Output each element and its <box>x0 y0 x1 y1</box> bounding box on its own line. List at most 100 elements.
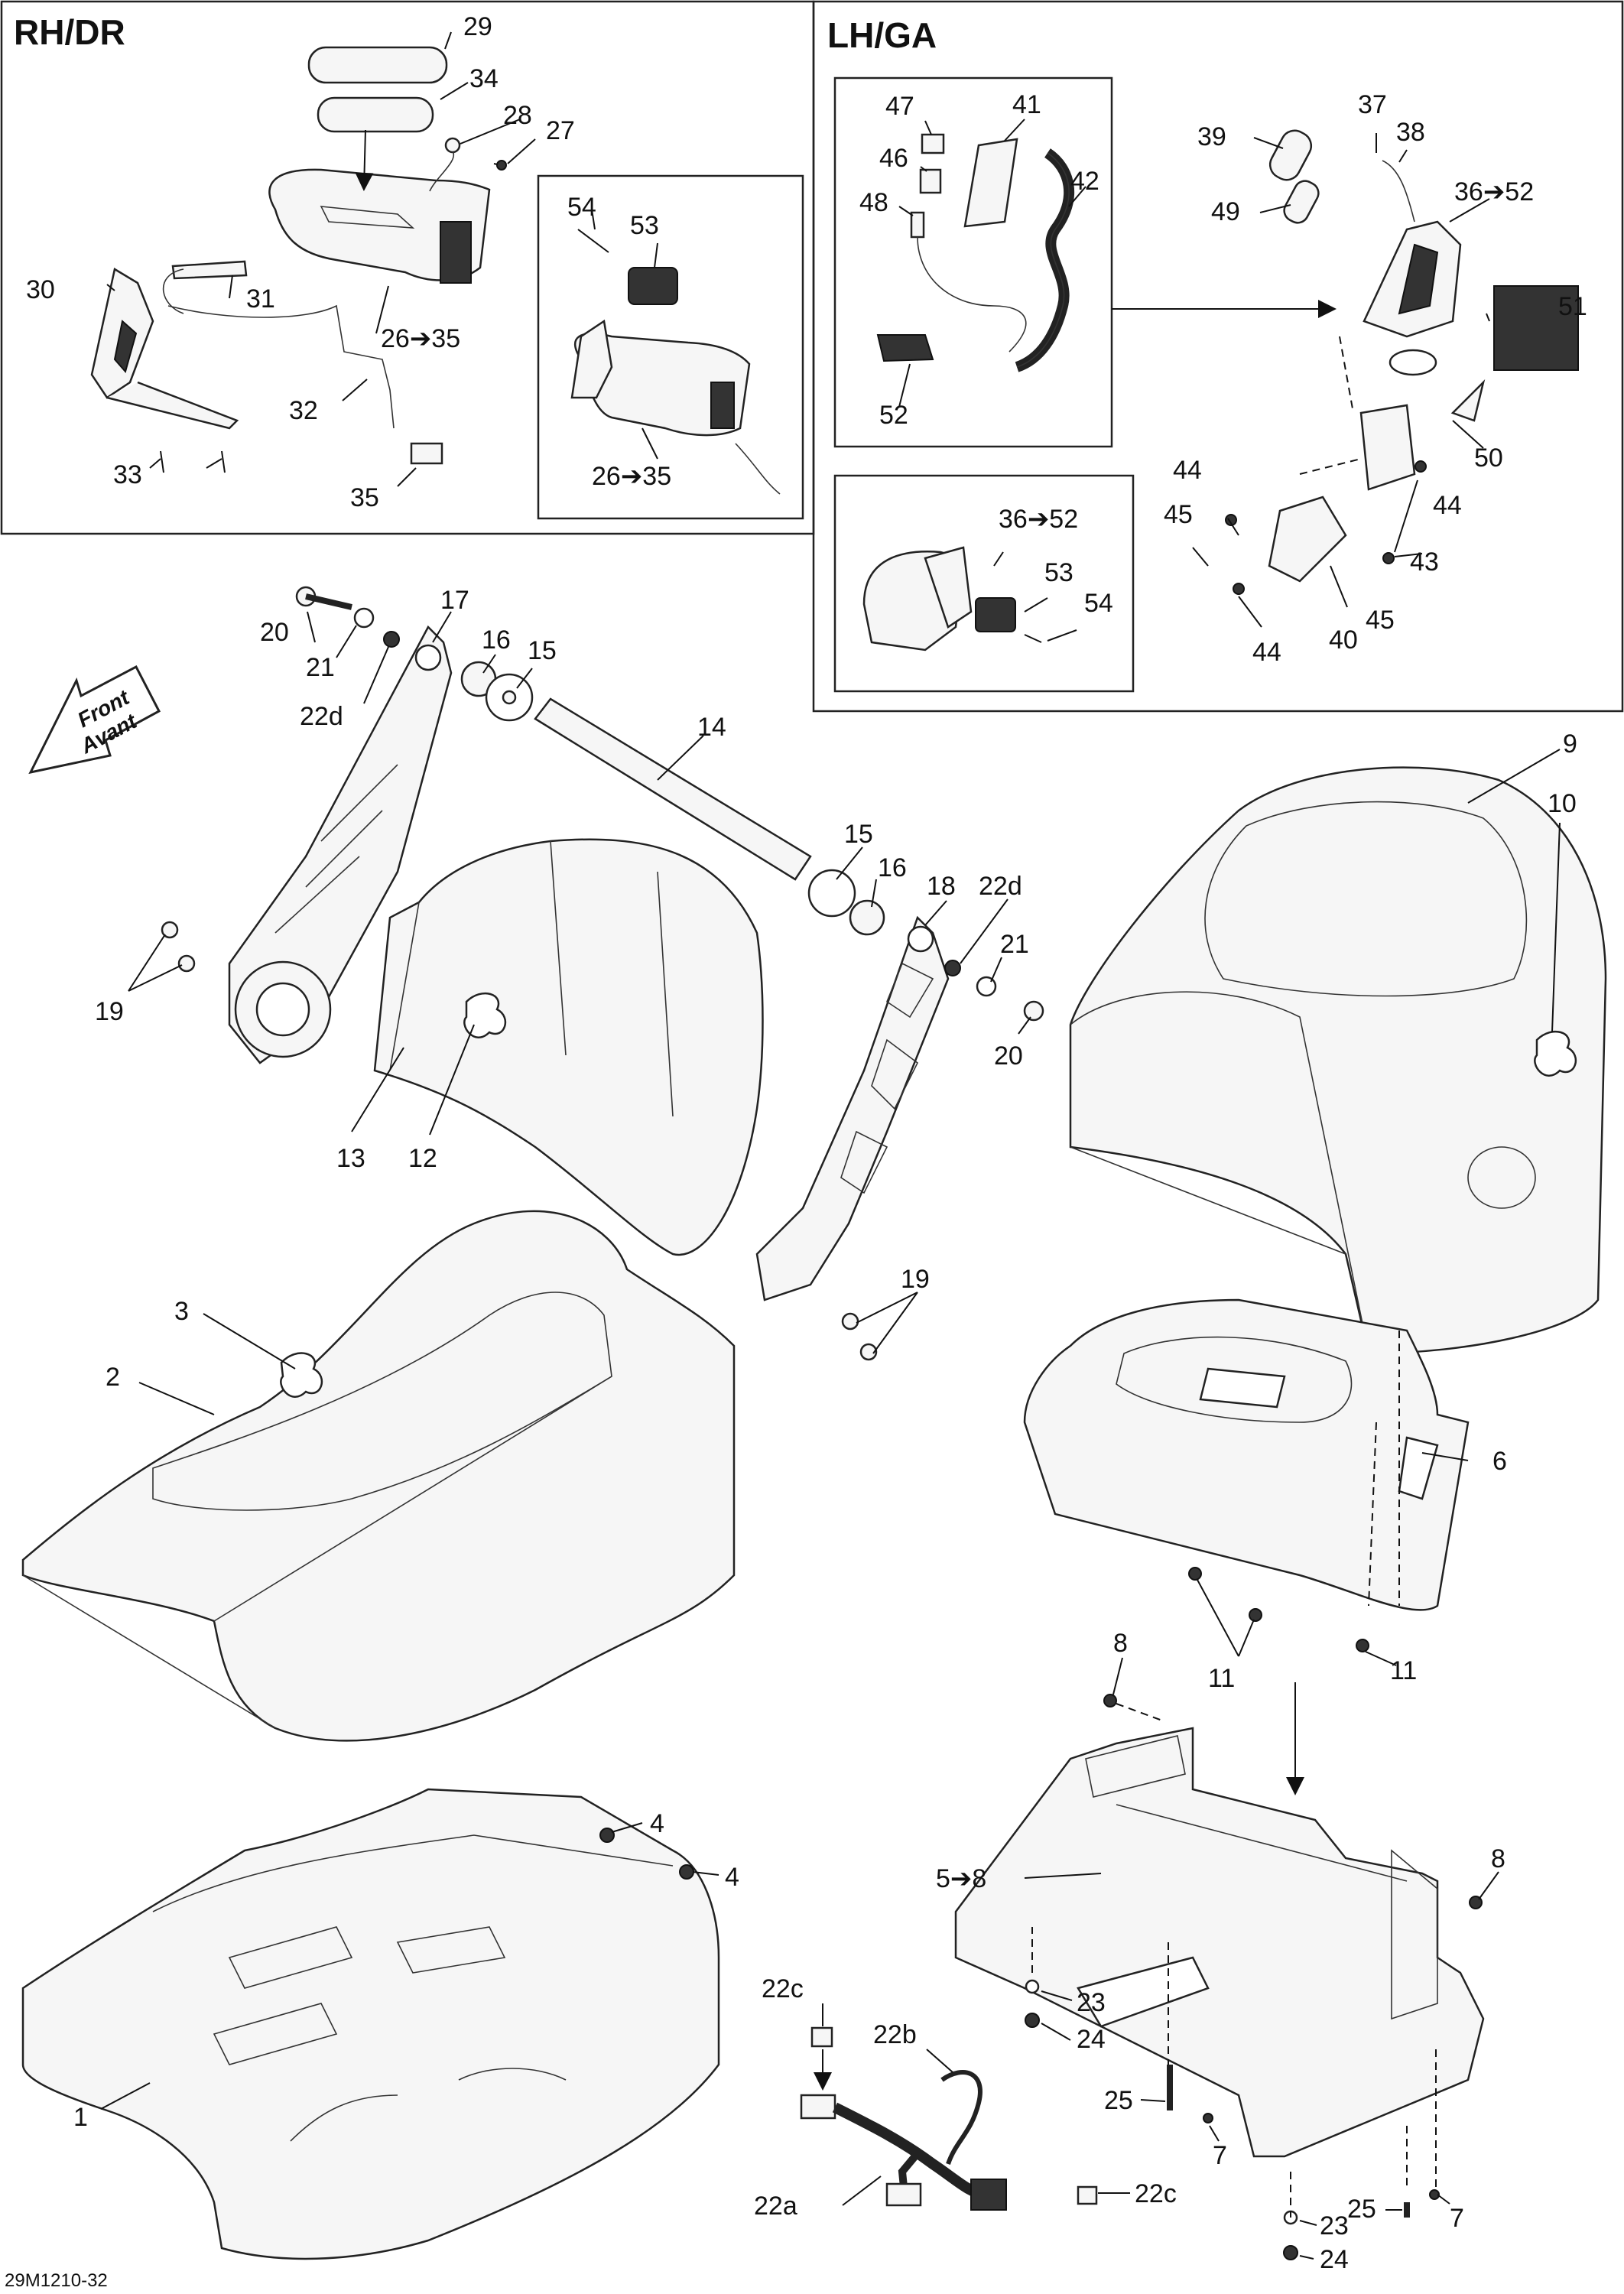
decal-10 <box>1534 1030 1577 1077</box>
nut-22d-b <box>944 960 961 976</box>
module-52 <box>876 334 934 362</box>
label-11-a: 11 <box>1208 1664 1235 1693</box>
label-49: 49 <box>1211 197 1240 226</box>
backrest <box>373 838 764 1256</box>
label-9: 9 <box>1563 729 1577 759</box>
label-36-lh: 36➔52 <box>1454 177 1534 206</box>
lh-panel-title: LH/GA <box>827 15 937 55</box>
clip-22c-b <box>1077 2185 1098 2205</box>
label-54-rh: 54 <box>567 193 596 222</box>
label-20-b: 20 <box>994 1041 1023 1071</box>
ring-50a <box>1389 349 1437 376</box>
rh-panel-title: RH/DR <box>14 12 125 52</box>
label-42: 42 <box>1070 167 1099 196</box>
seat-cover-9 <box>1069 766 1607 1355</box>
label-18: 18 <box>927 872 956 901</box>
label-22c-b: 22c <box>1135 2179 1177 2208</box>
switch-53 <box>628 267 678 305</box>
label-45-a: 45 <box>1164 500 1193 529</box>
grip-39 <box>1268 129 1313 181</box>
label-44-a: 44 <box>1173 456 1202 485</box>
label-52: 52 <box>879 401 908 430</box>
label-30: 30 <box>26 275 55 304</box>
label-23-a: 23 <box>1077 1988 1106 2017</box>
connector-22a <box>800 2094 836 2120</box>
fastener-4-a <box>599 1828 615 1843</box>
lh-wiring-inset <box>876 133 1075 372</box>
label-22b: 22b <box>873 2020 917 2049</box>
fastener-4-b <box>679 1864 694 1880</box>
washer-21 <box>353 607 375 629</box>
label-37: 37 <box>1358 90 1387 119</box>
washer-23-a <box>1025 1979 1040 1994</box>
label-38: 38 <box>1396 118 1425 147</box>
label-1: 1 <box>73 2103 88 2132</box>
cover-40 <box>1268 496 1347 583</box>
lh-inset-box-bottom <box>833 474 1135 693</box>
label-31: 31 <box>246 284 275 314</box>
wire-32 <box>167 304 395 429</box>
label-10: 10 <box>1548 789 1577 818</box>
label-32: 32 <box>289 396 318 425</box>
rh-grip-assembly <box>90 46 507 473</box>
washer-21-b <box>976 976 997 997</box>
label-11-b: 11 <box>1390 1656 1417 1685</box>
label-21-b: 21 <box>1000 930 1029 959</box>
passenger-seat <box>1069 766 1607 1355</box>
label-19-a: 19 <box>95 997 124 1026</box>
label-29: 29 <box>463 12 492 41</box>
label-43: 43 <box>1410 548 1439 577</box>
backrest-hardware <box>161 586 1044 1361</box>
label-34: 34 <box>469 64 499 93</box>
label-33: 33 <box>113 460 142 489</box>
label-2: 2 <box>106 1363 120 1392</box>
label-19-b: 19 <box>901 1265 930 1294</box>
label-7-a: 7 <box>1213 2141 1227 2170</box>
element-31 <box>171 260 248 280</box>
connector-35 <box>410 442 443 465</box>
label-53-rh: 53 <box>630 211 659 240</box>
label-24-b: 24 <box>1320 2245 1349 2274</box>
screw-19-b <box>841 1312 859 1331</box>
label-5: 5➔8 <box>936 1864 986 1893</box>
label-45-b: 45 <box>1366 606 1395 635</box>
label-3: 3 <box>174 1297 189 1326</box>
strap-22b <box>940 2070 983 2165</box>
washer-15-b <box>807 869 856 918</box>
decal-3 <box>280 1352 323 1398</box>
label-16-b: 16 <box>878 853 907 882</box>
label-40: 40 <box>1329 625 1358 655</box>
deflector-41 <box>963 138 1018 228</box>
label-8-a: 8 <box>1113 1629 1128 1658</box>
switch-47 <box>921 133 945 154</box>
label-47: 47 <box>885 92 914 121</box>
label-44-b: 44 <box>1433 491 1462 520</box>
lh-panel: LH/GA <box>812 0 1624 713</box>
label-12: 12 <box>408 1144 437 1173</box>
label-41: 41 <box>1012 90 1041 119</box>
front-arrow: Front Avant <box>28 664 161 775</box>
label-15-b: 15 <box>844 820 873 849</box>
bolt-20-b <box>1023 1000 1044 1022</box>
label-22a: 22a <box>754 2192 797 2221</box>
label-28: 28 <box>503 101 532 130</box>
label-15-a: 15 <box>528 636 557 665</box>
washer-28 <box>444 137 461 154</box>
label-20-a: 20 <box>260 618 289 647</box>
seat-base <box>1023 1298 1470 1652</box>
screw-8-a <box>1103 1694 1117 1708</box>
element-48 <box>910 211 925 239</box>
label-6: 6 <box>1492 1447 1507 1476</box>
label-25-a: 25 <box>1104 2086 1133 2115</box>
wiring-harness <box>800 2026 1098 2211</box>
label-8-b: 8 <box>1491 1844 1505 1873</box>
label-48: 48 <box>859 188 888 217</box>
label-44-c: 44 <box>1252 638 1281 667</box>
label-14: 14 <box>697 713 726 742</box>
label-17: 17 <box>440 586 469 615</box>
shaft-14 <box>534 697 812 881</box>
lh-switch-inset <box>862 546 1042 651</box>
label-25-b: 25 <box>1347 2195 1376 2224</box>
decal-12 <box>463 992 506 1038</box>
label-27: 27 <box>546 116 575 145</box>
